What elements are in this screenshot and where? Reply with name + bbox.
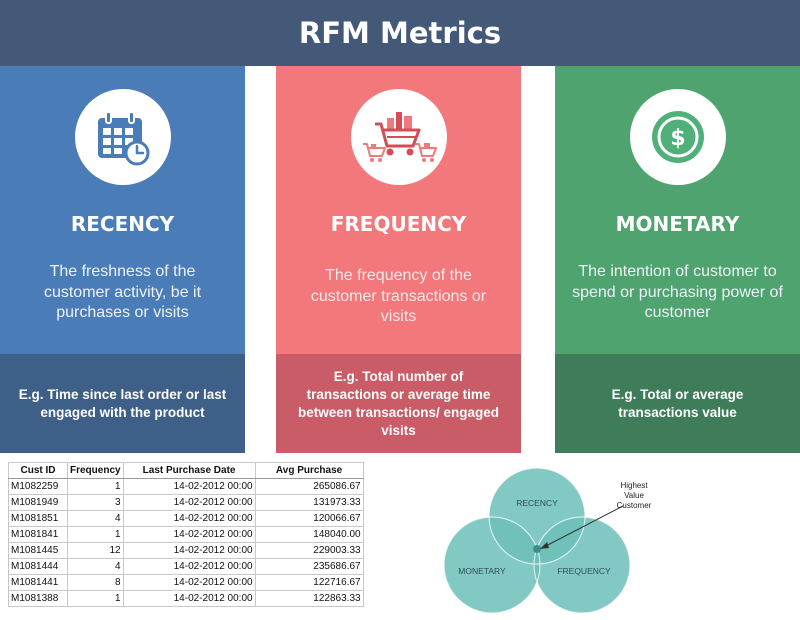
frequency-circle-outline	[533, 516, 631, 614]
recency-example-panel: E.g. Time since last order or last engag…	[0, 354, 245, 453]
recency-circle-outline	[488, 467, 586, 565]
dollar-coin-icon: $	[651, 111, 704, 163]
monetary-example-panel: E.g. Total or average transactions value	[555, 354, 800, 453]
frequency-description: The frequency of the customer transactio…	[310, 267, 487, 325]
recency-heading: RECENCY	[70, 212, 175, 236]
table-cell: M1081949	[8, 494, 68, 511]
table-cell: 14-02-2012 00:00	[122, 526, 256, 543]
customer-table-container: Cust ID Frequency Last Purchase Date Avg…	[8, 462, 364, 607]
frequency-panel: FREQUENCY The frequency of the customer …	[276, 66, 521, 354]
center-intersection-marker	[533, 545, 541, 553]
monetary-description: The intention of customer to spend or pu…	[572, 263, 783, 321]
table-cell: M1081444	[8, 558, 68, 575]
table-cell: 12	[67, 542, 124, 559]
callout-arrowhead	[540, 542, 549, 549]
table-cell: 14-02-2012 00:00	[122, 590, 256, 607]
calendar-icon	[97, 111, 149, 166]
header-cust-id: Cust ID	[8, 462, 68, 479]
table-cell: M1081441	[8, 574, 68, 591]
monetary-icon-circle: $	[629, 89, 726, 185]
header-banner: RFM Metrics	[0, 0, 800, 66]
customer-rfm-table: Cust ID Frequency Last Purchase Date Avg…	[8, 462, 364, 607]
header-frequency: Frequency	[67, 462, 124, 479]
table-cell: 4	[67, 510, 124, 527]
callout-text-line-3: Customer	[617, 501, 652, 510]
table-cell: 1	[67, 590, 124, 607]
rfm-venn-diagram: RECENCY MONETARY FREQUENCY Highest Value…	[443, 467, 652, 614]
table-cell: 122716.67	[254, 574, 364, 591]
recency-icon-circle	[74, 89, 171, 185]
header-last-purchase-date: Last Purchase Date	[122, 462, 256, 479]
table-cell: 14-02-2012 00:00	[122, 542, 256, 559]
venn-label-recency: RECENCY	[516, 498, 558, 508]
table-cell: 265086.67	[254, 478, 364, 495]
recency-panel: RECENCY The freshness of the customer ac…	[0, 66, 245, 354]
table-cell: 14-02-2012 00:00	[122, 558, 256, 575]
table-cell: M1081445	[8, 542, 68, 559]
frequency-icon-circle	[350, 89, 447, 185]
table-cell: 148040.00	[254, 526, 364, 543]
venn-label-frequency: FREQUENCY	[557, 566, 611, 576]
table-cell: M1081851	[8, 510, 68, 527]
table-cell: M1081388	[8, 590, 68, 607]
callout-arrow-line	[541, 505, 624, 549]
table-cell: 229003.33	[254, 542, 364, 559]
table-cell: 14-02-2012 00:00	[122, 478, 256, 495]
monetary-example: E.g. Total or average transactions value	[611, 386, 744, 420]
table-cell: M1081841	[8, 526, 68, 543]
table-cell: 1	[67, 478, 124, 495]
table-cell: 235686.67	[254, 558, 364, 575]
frequency-column: FREQUENCY The frequency of the customer …	[276, 66, 521, 453]
recency-column: RECENCY The freshness of the customer ac…	[0, 66, 245, 453]
table-cell: 14-02-2012 00:00	[122, 574, 256, 591]
table-cell: 131973.33	[254, 494, 364, 511]
table-cell: 120066.67	[254, 510, 364, 527]
callout-text-line-2: Value	[624, 491, 644, 500]
recency-example: E.g. Time since last order or last engag…	[18, 386, 227, 420]
monetary-circle	[444, 517, 540, 613]
recency-description: The freshness of the customer activity, …	[43, 263, 202, 321]
venn-label-monetary: MONETARY	[458, 566, 506, 576]
callout-text-line-1: Highest	[620, 481, 648, 490]
table-cell: 3	[67, 494, 124, 511]
monetary-circle-outline	[443, 516, 541, 614]
table-cell: 1	[67, 526, 124, 543]
monetary-column: $ MONETARY The intention of customer to …	[555, 66, 800, 453]
frequency-example-panel: E.g. Total number of transactions or ave…	[276, 354, 521, 453]
frequency-circle	[534, 517, 630, 613]
monetary-heading: MONETARY	[615, 212, 740, 236]
monetary-panel: $ MONETARY The intention of customer to …	[555, 66, 800, 354]
svg-text:$: $	[670, 126, 685, 151]
header-avg-purchase: Avg Purchase	[254, 462, 364, 479]
table-cell: 14-02-2012 00:00	[122, 510, 256, 527]
table-header-row: Cust ID Frequency Last Purchase Date Avg…	[8, 462, 364, 479]
frequency-heading: FREQUENCY	[330, 212, 467, 236]
table-cell: 4	[67, 558, 124, 575]
table-cell: 14-02-2012 00:00	[122, 494, 256, 511]
frequency-example: E.g. Total number of transactions or ave…	[297, 368, 500, 438]
page-title: RFM Metrics	[298, 16, 502, 50]
table-cell: 8	[67, 574, 124, 591]
shopping-cart-icon	[362, 112, 437, 162]
table-cell: 122863.33	[254, 590, 364, 607]
table-cell: M1082259	[8, 478, 68, 495]
